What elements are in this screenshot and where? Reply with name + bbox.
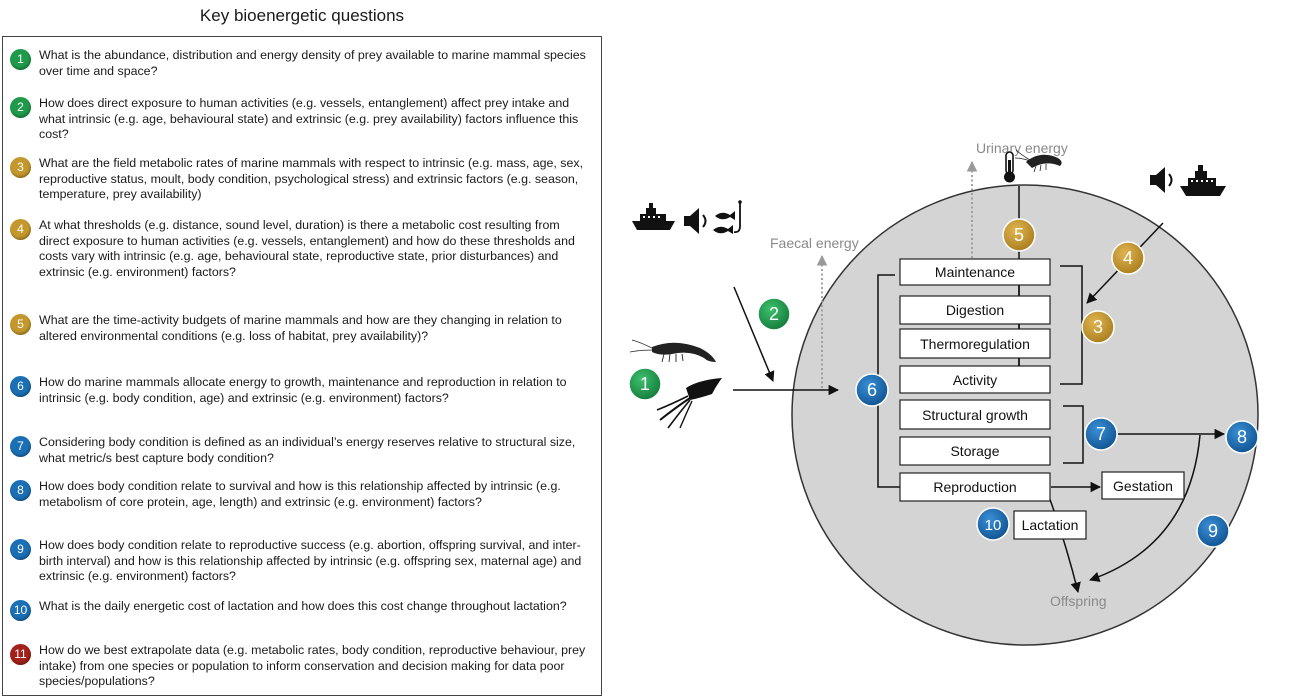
question-11: 11 How do we best extrapolate data (e.g.… [10, 643, 587, 690]
question-text: Considering body condition is defined as… [39, 435, 576, 465]
storage-box [899, 436, 1051, 466]
digestion-label: Digestion [946, 302, 1004, 318]
marker-4: 4 [1111, 241, 1145, 275]
svg-text:10: 10 [985, 517, 1002, 534]
activity-box [899, 365, 1051, 394]
svg-text:6: 6 [867, 380, 877, 400]
question-5: 5 What are the time-activity budgets of … [10, 313, 587, 344]
question-text: How does body condition relate to surviv… [39, 479, 561, 509]
fish-hook-icon [713, 200, 742, 234]
reproductive-success-arrow [1089, 434, 1201, 582]
question-number-badge: 10 [10, 600, 31, 621]
gestation-box [1101, 471, 1185, 500]
question-number-badge: 7 [10, 436, 31, 457]
thermometer-icon [1004, 151, 1015, 183]
marker-2: 2 [757, 297, 791, 331]
question-number-badge: 3 [10, 157, 31, 178]
activity-label: Activity [953, 372, 997, 388]
lactation-box [1013, 510, 1087, 540]
question-text: What is the abundance, distribution and … [39, 48, 586, 78]
marker-6: 6 [855, 373, 889, 407]
structural-growth-label: Structural growth [922, 407, 1028, 423]
question-8: 8 How does body condition relate to surv… [10, 479, 587, 510]
question-number-badge: 1 [10, 49, 31, 70]
question-number-badge: 8 [10, 480, 31, 501]
reproduction-box [899, 472, 1051, 502]
lactation-label: Lactation [1022, 517, 1079, 533]
svg-text:3: 3 [1093, 317, 1103, 337]
thermoregulation-box [899, 328, 1051, 359]
reproduction-label: Reproduction [933, 479, 1016, 495]
urinary-energy-label: Urinary energy [976, 140, 1068, 156]
question-text: How do marine mammals allocate energy to… [39, 375, 567, 405]
human-activity-arrow [733, 286, 775, 382]
shrimp-icon [1014, 149, 1062, 173]
speaker-icon [1150, 167, 1173, 193]
svg-text:8: 8 [1237, 427, 1247, 447]
shrimp-icon [629, 339, 716, 363]
marker-3: 3 [1081, 310, 1115, 344]
question-3: 3 What are the field metabolic rates of … [10, 156, 587, 203]
question-7: 7 Considering body condition is defined … [10, 435, 587, 466]
digestion-box [899, 295, 1051, 325]
ship-icon [1180, 165, 1226, 196]
question-number-badge: 9 [10, 539, 31, 560]
question-number-badge: 6 [10, 376, 31, 397]
ship-icon [632, 203, 675, 230]
question-1: 1 What is the abundance, distribution an… [10, 48, 587, 79]
storage-label: Storage [950, 443, 999, 459]
gestation-label: Gestation [1113, 478, 1173, 494]
question-number-badge: 4 [10, 219, 31, 240]
marker-1: 1 [628, 367, 662, 401]
squid-icon [656, 378, 722, 429]
question-text: How do we best extrapolate data (e.g. me… [39, 643, 586, 689]
marker-9: 9 [1196, 514, 1230, 548]
structural-growth-box [899, 399, 1051, 430]
thermoregulation-label: Thermoregulation [920, 336, 1030, 352]
panel-title: Key bioenergetic questions [199, 6, 405, 25]
question-text: At what thresholds (e.g. distance, sound… [39, 218, 575, 279]
question-text: What is the daily energetic cost of lact… [39, 599, 567, 613]
question-9: 9 How does body condition relate to repr… [10, 538, 587, 585]
svg-text:7: 7 [1096, 424, 1106, 444]
question-text: How does direct exposure to human activi… [39, 96, 579, 142]
maintenance-label: Maintenance [935, 264, 1015, 280]
question-number-badge: 2 [10, 97, 31, 118]
maintenance-box [899, 258, 1051, 286]
question-text: What are the time-activity budgets of ma… [39, 313, 562, 343]
faecal-energy-label: Faecal energy [770, 235, 859, 251]
condition-bracket [1063, 405, 1084, 464]
lactation-offspring-arrow [1047, 493, 1081, 594]
question-text: What are the field metabolic rates of ma… [39, 156, 584, 202]
marker-5: 5 [1002, 218, 1036, 252]
question-6: 6 How do marine mammals allocate energy … [10, 375, 587, 406]
question-10: 10 What is the daily energetic cost of l… [10, 599, 587, 621]
svg-text:9: 9 [1208, 521, 1218, 541]
question-number-badge: 5 [10, 314, 31, 335]
question-number-badge: 11 [10, 644, 31, 665]
question-2: 2 How does direct exposure to human acti… [10, 96, 587, 143]
svg-text:2: 2 [769, 304, 779, 324]
question-list: 1 What is the abundance, distribution an… [2, 36, 602, 696]
marker-10: 10 [976, 507, 1010, 541]
marker-8: 8 [1225, 420, 1259, 454]
question-text: How does body condition relate to reprod… [39, 538, 582, 584]
svg-text:1: 1 [640, 374, 650, 394]
svg-text:4: 4 [1123, 248, 1133, 268]
svg-text:5: 5 [1014, 225, 1024, 245]
speaker-icon [684, 208, 707, 234]
question-4: 4 At what thresholds (e.g. distance, sou… [10, 218, 587, 280]
offspring-label: Offspring [1050, 593, 1107, 609]
marker-7: 7 [1084, 417, 1118, 451]
